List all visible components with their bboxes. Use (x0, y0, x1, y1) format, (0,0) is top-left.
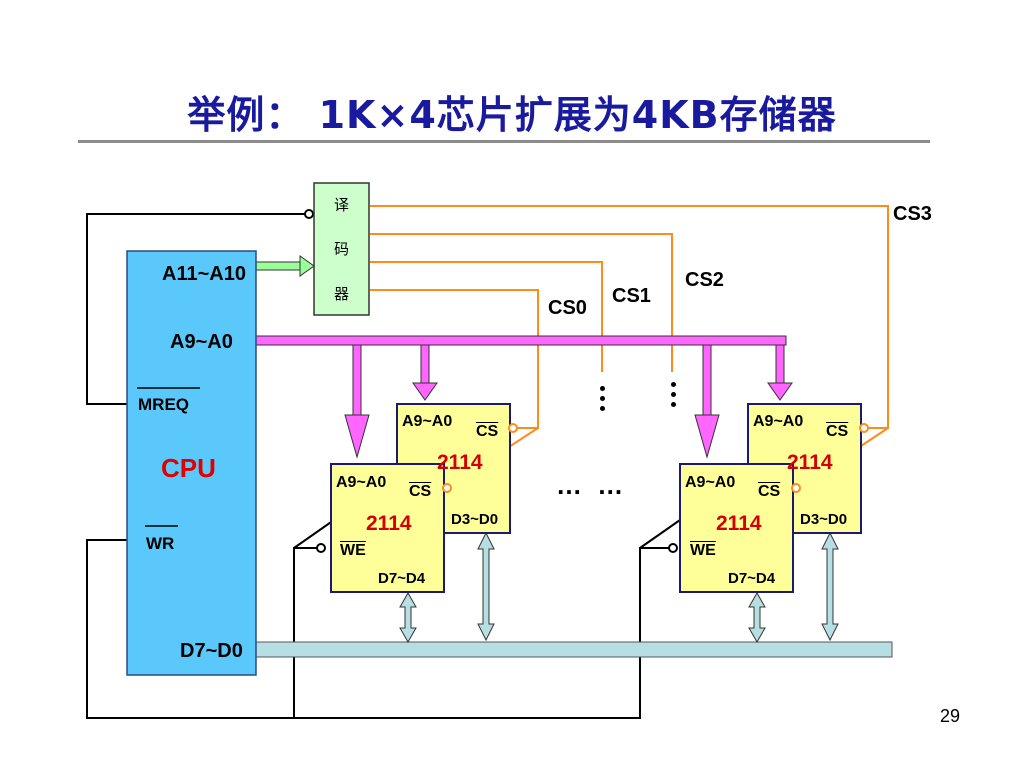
chip-front-left-data: D7~D4 (378, 570, 426, 587)
data-link-1 (399, 591, 417, 644)
vertical-ellipsis-cs2 (671, 382, 677, 412)
chip-front-right-name: 2114 (716, 512, 762, 535)
slide-title: 举例： 1K×4芯片扩展为4KB存储器 (187, 93, 837, 137)
chip-front-right (679, 463, 794, 593)
chip-front-left-name: 2114 (366, 512, 412, 535)
chip-back-left-name: 2114 (437, 451, 483, 474)
data-links (399, 531, 839, 644)
we-join-right (639, 519, 681, 549)
data-bus (255, 641, 893, 658)
we-join-left (293, 519, 335, 549)
cpu-pin-a11-a10: A11~A10 (162, 263, 246, 285)
chip-back-right-name: 2114 (787, 451, 833, 474)
mreq-wire (86, 213, 305, 405)
chip-back-right-addr: A9~A0 (753, 413, 804, 430)
decoder-enable-bubble (304, 209, 314, 219)
chip-front-right-addr: A9~A0 (685, 474, 736, 491)
addr-arrow-1 (344, 414, 370, 459)
decoder-char-1: 译 (334, 196, 350, 214)
addr-drop-1 (352, 344, 362, 416)
data-link-4 (821, 531, 839, 642)
cs1-wire (370, 261, 603, 372)
decoder-char-3: 器 (334, 285, 350, 303)
chip-back-right-data: D3~D0 (800, 511, 848, 528)
we-bubble-right (668, 543, 678, 553)
addr-drop-3 (702, 344, 712, 416)
cs-bubble-back-right (859, 423, 869, 433)
chip-front-left (330, 463, 445, 593)
we-bubble-left (316, 543, 326, 553)
addr-arrow-3 (694, 414, 720, 459)
addr-arrow-2 (412, 382, 438, 401)
cs-bubble-front-left (442, 483, 452, 493)
cs-bubble-front-right (791, 483, 801, 493)
decoder-input-arrow (255, 255, 315, 277)
cpu-pin-d7-d0: D7~D0 (180, 640, 243, 662)
we-left-wire (293, 547, 318, 718)
cs3-wire (370, 205, 889, 429)
cs2-label: CS2 (685, 269, 724, 291)
cs-bubble-back-left (508, 423, 518, 433)
chip-back-left-addr: A9~A0 (402, 413, 453, 430)
chip-front-left-cs: CS (409, 483, 432, 500)
chip-front-left-we: WE (340, 542, 366, 559)
address-bus (255, 335, 793, 459)
control-wires (86, 213, 681, 719)
cpu-pin-a9-a0: A9~A0 (170, 331, 233, 353)
addr-arrow-4 (767, 382, 793, 401)
vertical-ellipsis-cs1 (600, 386, 606, 416)
chip-front-left-addr: A9~A0 (336, 474, 387, 491)
cpu-box (126, 250, 257, 676)
cs3-label: CS3 (893, 203, 932, 225)
cs0-wire (370, 289, 539, 429)
cs2-wire (370, 233, 673, 372)
wr-wire (86, 539, 670, 719)
chip-front-right-we: WE (690, 542, 716, 559)
decoder-box (313, 182, 370, 316)
chip-back-left-data: D3~D0 (451, 511, 499, 528)
cs1-label: CS1 (612, 285, 651, 307)
data-link-2 (477, 531, 495, 642)
page-number: 29 (939, 706, 960, 726)
addr-drop-4 (775, 344, 785, 384)
decoder-char-2: 码 (334, 240, 350, 258)
title-divider (78, 140, 930, 143)
cpu-pin-mreq: MREQ (138, 395, 189, 414)
cpu-label: CPU (161, 453, 216, 483)
address-bus-main (255, 335, 787, 346)
data-link-3 (748, 591, 766, 644)
chip-front-right-data: D7~D4 (728, 570, 776, 587)
chip-front-right-cs: CS (758, 483, 781, 500)
addr-drop-2 (420, 344, 430, 384)
cs0-label: CS0 (548, 297, 587, 319)
chip-ellipsis: … … (556, 470, 628, 500)
chip-back-left-cs: CS (476, 423, 499, 440)
cpu-pin-wr: WR (146, 534, 175, 553)
chip-back-right-cs: CS (826, 423, 849, 440)
